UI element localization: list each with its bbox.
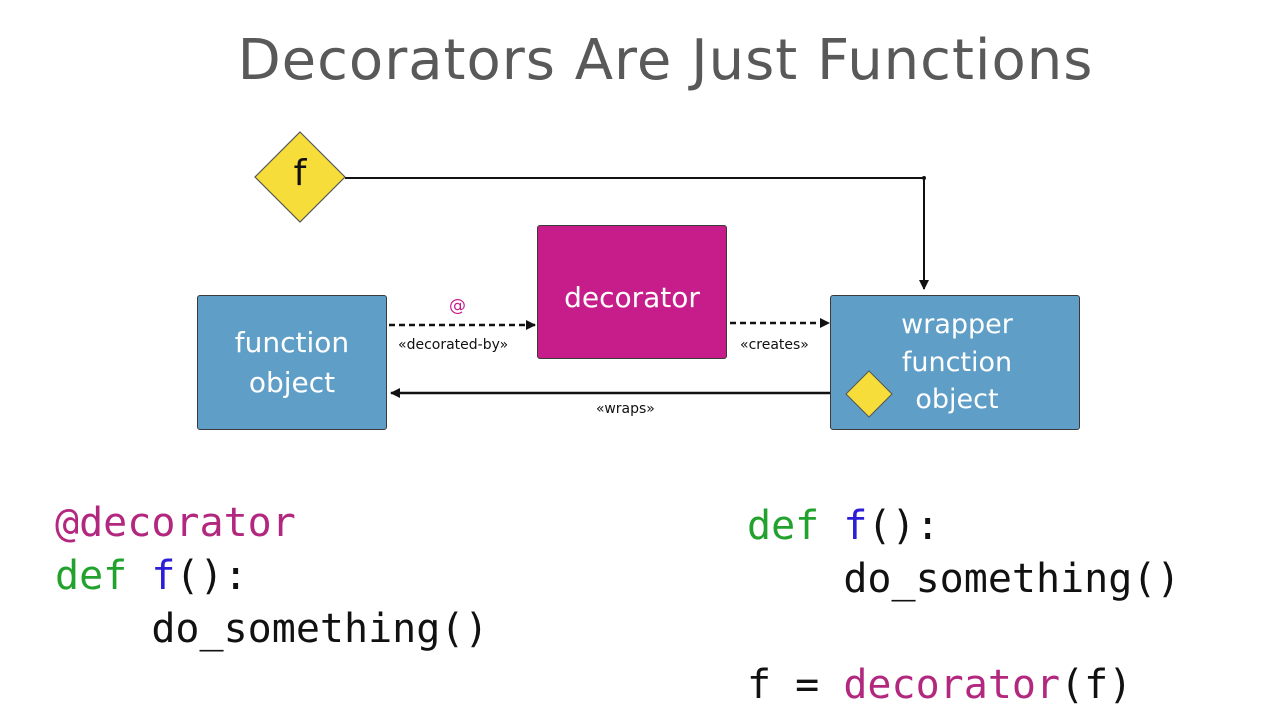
wrapper-function-object-node: wrapper function object (830, 295, 1080, 430)
function-object-node: function object (197, 295, 387, 430)
wrapped-f-diamond-icon (845, 370, 893, 418)
code-body: do_something() (843, 556, 1181, 602)
code-function-name: f (151, 553, 176, 599)
wrapper-label-line2: function (901, 346, 1013, 378)
code-indent (55, 606, 151, 652)
function-object-label-line2: object (248, 365, 336, 399)
wraps-label: «wraps» (596, 401, 655, 417)
code-def-keyword: def (55, 553, 128, 599)
code-explicit-call: def f(): do_something() f = decorator(f) (747, 500, 1180, 712)
f-line-corner-dot (922, 176, 926, 180)
f-diamond-icon (254, 131, 346, 223)
code-decorator-line: @decorator (55, 500, 296, 546)
decorated-by-at-symbol: @ (449, 296, 466, 316)
code-decorator-call: decorator (843, 662, 1061, 708)
code-def-keyword: def (747, 503, 820, 549)
code-indent (747, 556, 843, 602)
decorator-node: decorator (537, 225, 727, 359)
creates-label: «creates» (740, 337, 809, 353)
code-function-name: f (843, 503, 868, 549)
slide-title: Decorators Are Just Functions (237, 28, 1094, 93)
code-body: do_something() (151, 606, 489, 652)
code-call-args: (f) (1060, 662, 1133, 708)
code-def-rest: (): (175, 553, 248, 599)
decorator-node-label: decorator (564, 281, 700, 314)
wrapper-label-line1: wrapper (901, 308, 1013, 340)
function-object-label-line1: function (234, 326, 350, 360)
code-assign-lhs: f = (747, 662, 844, 708)
f-symbol-label: f (293, 153, 307, 194)
wrapper-label-line3: object (915, 384, 999, 416)
code-decorator-syntax: @decorator def f(): do_something() (55, 497, 488, 656)
code-def-rest: (): (867, 503, 940, 549)
decorated-by-label: «decorated-by» (398, 337, 509, 353)
